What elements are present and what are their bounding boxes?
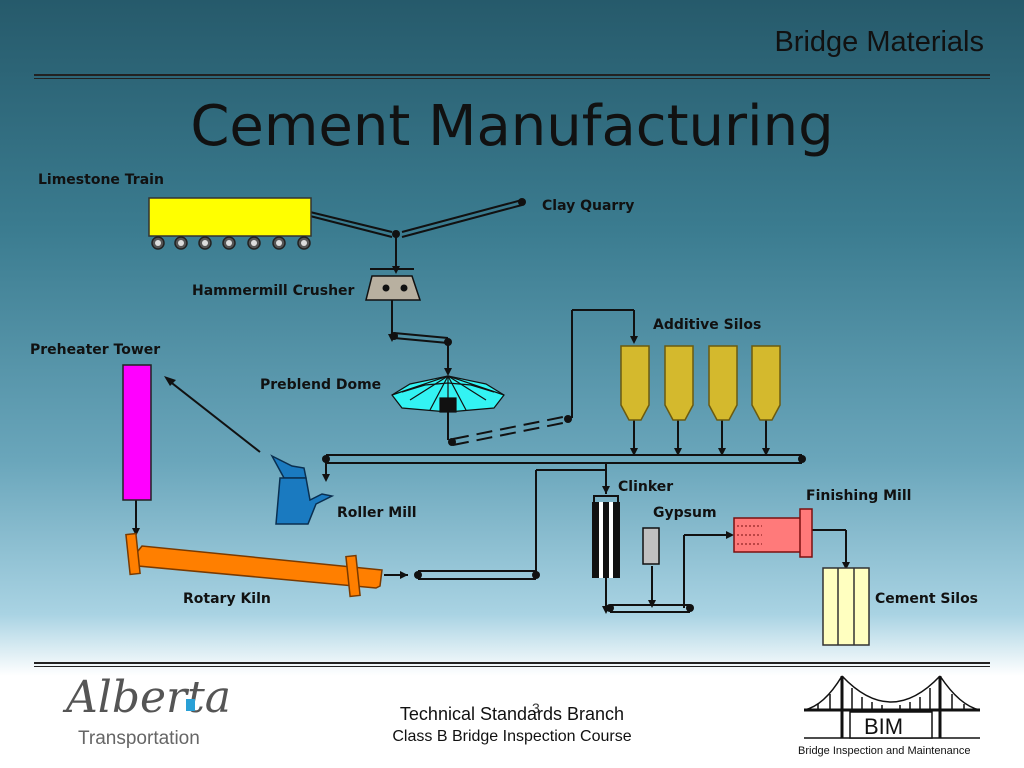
- preblend-dome: [391, 375, 505, 413]
- top-divider-thin: [34, 78, 990, 79]
- alberta-logo-subtitle: Transportation: [78, 728, 200, 749]
- label-gypsum: Gypsum: [653, 505, 717, 521]
- label-cement-silos: Cement Silos: [875, 591, 979, 607]
- label-preheater-tower: Preheater Tower: [30, 342, 161, 358]
- limestone-train-car: [148, 197, 312, 237]
- finishing-mill: [733, 508, 813, 558]
- alberta-logo: Alberta: [66, 672, 231, 723]
- bim-bridge-logo-icon: [804, 675, 980, 739]
- label-clinker: Clinker: [618, 479, 674, 495]
- label-limestone-train: Limestone Train: [38, 172, 164, 188]
- footer-branch: Technical Standards Branch: [399, 704, 625, 724]
- section-header: Bridge Materials: [774, 26, 984, 58]
- top-divider: [34, 74, 990, 76]
- conveyor-lines: [135, 199, 847, 613]
- label-preblend-dome: Preblend Dome: [260, 377, 382, 393]
- bottom-divider: [34, 662, 990, 664]
- page-number: 3: [532, 700, 540, 716]
- label-rotary-kiln: Rotary Kiln: [183, 591, 271, 607]
- additive-silos: [620, 345, 781, 421]
- label-additive-silos: Additive Silos: [653, 317, 762, 333]
- label-roller-mill: Roller Mill: [337, 505, 417, 521]
- label-clay-quarry: Clay Quarry: [542, 198, 635, 214]
- bim-acronym: BIM: [864, 714, 904, 739]
- preheater-tower: [122, 364, 152, 501]
- footer-course: Class B Bridge Inspection Course: [392, 728, 632, 745]
- roller-mill: [270, 454, 335, 525]
- label-hammermill-crusher: Hammermill Crusher: [192, 283, 355, 299]
- hammermill-crusher: [365, 268, 422, 301]
- train-wheel-hubs: [155, 240, 307, 246]
- rotary-kiln: [125, 532, 383, 598]
- alberta-logo-square-icon: [186, 699, 195, 711]
- gypsum-bin: [642, 527, 660, 565]
- clinker-cooler: [592, 495, 620, 578]
- bim-full-name: Bridge Inspection and Maintenance: [798, 745, 971, 757]
- label-finishing-mill: Finishing Mill: [806, 488, 912, 504]
- slide-title: Cement Manufacturing: [190, 94, 834, 159]
- cement-silos: [822, 567, 870, 646]
- bottom-divider-thin: [34, 666, 990, 667]
